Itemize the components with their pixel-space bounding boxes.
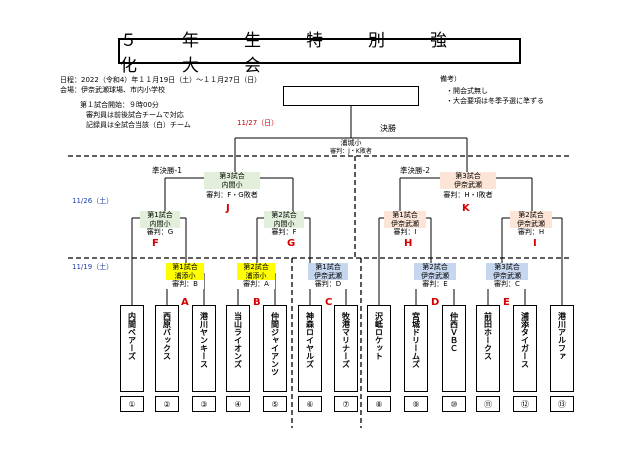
team-number: ④ [226,396,250,412]
semi2-label: 準決勝-2 [400,166,430,175]
semi1-match: 第3試合 内間小 [204,172,260,189]
semi1-venue: 内間小 [221,180,243,189]
semi1-game: 第3試合 [219,172,245,180]
r1-letter-b: B [253,297,261,308]
final-match: 浦城小 審判：J・K敗者 [320,139,382,156]
umpire-note: 審判員は前後試合チームで対応 [86,111,184,119]
date-first-round: 11/19（土） [72,263,114,271]
team-number: ⑥ [298,396,322,412]
team-name: 沢岻ロケット [367,305,391,392]
semi1-umpire: 審判：F・G敗者 [198,191,266,200]
semi2-venue: 伊奈武瀬 [454,180,482,189]
qf-match-h: 第1試合 伊奈武瀬 審判：I [384,211,426,237]
team-name: 仲間ジャイアンツ [263,305,287,392]
team-name: 浦添タイガース [513,305,537,392]
team-number: ③ [192,396,216,412]
final-umpire: 審判：J・K敗者 [330,147,372,155]
r1-match-a: 第1試合 浦添小 審判：B [166,263,204,289]
r1-match-d: 第2試合 伊奈武瀬 審判：E [414,263,456,289]
r1-letter-c: C [325,297,333,308]
team-number: ⑧ [367,396,391,412]
team-name: 前田ホークス [476,305,500,392]
semi1-letter: J [226,203,230,214]
semi1-label: 準決勝-1 [152,166,182,175]
qf-match-f: 第1試合 内間小 審判：G [140,211,180,237]
date-semi: 11/26（土） [72,197,114,205]
qf-letter-f: F [152,238,159,249]
qf-letter-h: H [404,238,413,249]
r1-match-b: 第2試合 浦添小 審判：A [237,263,275,289]
team-number: ⑩ [442,396,466,412]
r1-letter-e: E [503,297,510,308]
semi2-letter: K [462,203,470,214]
team-name: 内間ベアーズ [120,305,144,392]
r1-match-e: 第3試合 伊奈武瀬 審判：C [486,263,528,289]
team-number: ⑫ [513,396,537,412]
team-number: ⑪ [476,396,500,412]
record-note: 記録員は全試合当該（白）チーム [86,121,191,129]
start-time-text: 第１試合開始：９時00分 [80,101,159,109]
final-venue: 浦城小 [340,139,362,147]
semi2-match: 第3試合 伊奈武瀬 [440,172,496,189]
qf-match-i: 第2試合 伊奈武瀬 審判：H [510,211,552,237]
team-name: 仲西ＶＢＣ [442,305,466,392]
qf-letter-g: G [287,238,296,249]
team-name: 牧港マリナーズ [334,305,358,392]
team-number: ① [120,396,144,412]
team-name: 西原バックス [155,305,179,392]
team-number: ⑬ [550,396,574,412]
team-name: 当山ライオンズ [226,305,250,392]
r1-letter-a: A [181,297,189,308]
date-final: 11/27（日） [237,119,279,127]
team-number: ⑤ [263,396,287,412]
notes-item: ・大会要項は冬季予選に準ずる [446,97,544,105]
semi2-game: 第3試合 [455,172,481,180]
qf-letter-i: I [533,238,537,249]
team-number: ⑦ [334,396,358,412]
notes-item: ・開会式無し [446,87,488,95]
team-name: 港川アルファ [550,305,574,392]
r1-match-c: 第1試合 伊奈武瀬 審判：D [308,263,348,289]
champion-box [283,86,419,106]
semi2-umpire: 審判：H・I敗者 [434,191,502,200]
venue-text: 会場：伊奈武瀬球場、市内小学校 [60,86,165,94]
final-label: 決勝 [380,124,396,133]
team-name: 神森ロイヤルズ [298,305,322,392]
team-number: ⑨ [404,396,428,412]
qf-match-g: 第2試合 内間小 審判：F [264,211,304,237]
schedule-text: 日程：2022（令和4）年１１月19日（土）～１１月27日（日） [60,76,262,84]
r1-letter-d: D [431,297,440,308]
team-name: 港川ヤンキース [192,305,216,392]
team-number: ② [155,396,179,412]
team-name: 宮城ドリームズ [404,305,428,392]
notes-heading: 備考） [440,75,461,83]
